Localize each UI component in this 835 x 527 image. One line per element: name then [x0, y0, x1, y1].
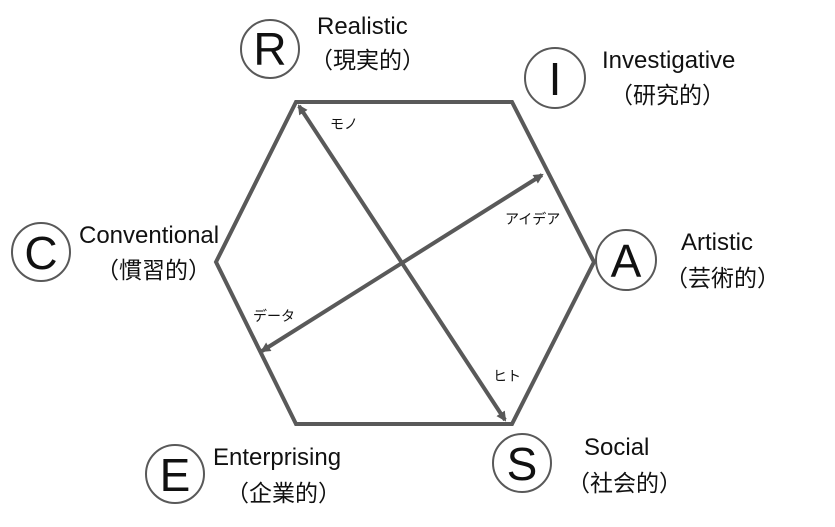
- type-sub-investigative: （研究的）: [610, 83, 725, 109]
- type-name-artistic: Artistic: [681, 229, 753, 256]
- type-enterprising: E Enterprising （企業的）: [145, 444, 341, 507]
- badge-circle-s: [492, 433, 552, 493]
- type-sub-realistic: （現実的）: [310, 48, 425, 74]
- type-realistic: R Realistic （現実的）: [240, 13, 425, 79]
- type-name-realistic: Realistic: [317, 13, 408, 40]
- badge-letter-c: C: [24, 227, 57, 279]
- axis-label-mono: モノ: [330, 117, 358, 133]
- type-sub-artistic: （芸術的）: [665, 266, 780, 292]
- badge-letter-e: E: [160, 449, 191, 501]
- type-name-enterprising: Enterprising: [213, 444, 341, 471]
- badge-circle-r: [240, 19, 300, 79]
- axis-label-hito: ヒト: [493, 369, 521, 385]
- badge-letter-i: I: [549, 53, 562, 105]
- type-name-conventional: Conventional: [79, 222, 219, 249]
- type-sub-enterprising: （企業的）: [226, 481, 341, 507]
- badge-circle-c: [11, 222, 71, 282]
- badge-letter-s: S: [507, 438, 538, 490]
- type-investigative: I Investigative （研究的）: [524, 47, 735, 109]
- type-sub-social: （社会的）: [567, 471, 682, 497]
- type-name-social: Social: [584, 434, 649, 461]
- badge-circle-e: [145, 444, 205, 504]
- axis-label-data: データ: [253, 308, 295, 325]
- type-artistic: A Artistic （芸術的）: [595, 229, 780, 292]
- badge-circle-a: [595, 229, 657, 291]
- hexagon-outline: [213, 100, 597, 426]
- axis-label-idea: アイデア: [505, 211, 560, 228]
- type-social: S Social （社会的）: [492, 433, 682, 497]
- type-sub-conventional: （慣習的）: [96, 258, 211, 284]
- badge-circle-i: [524, 47, 586, 109]
- arrow-data-idea: [260, 173, 544, 353]
- type-conventional: C Conventional （慣習的）: [11, 222, 219, 284]
- badge-letter-r: R: [253, 23, 286, 75]
- badge-letter-a: A: [611, 235, 642, 287]
- type-name-investigative: Investigative: [602, 47, 735, 74]
